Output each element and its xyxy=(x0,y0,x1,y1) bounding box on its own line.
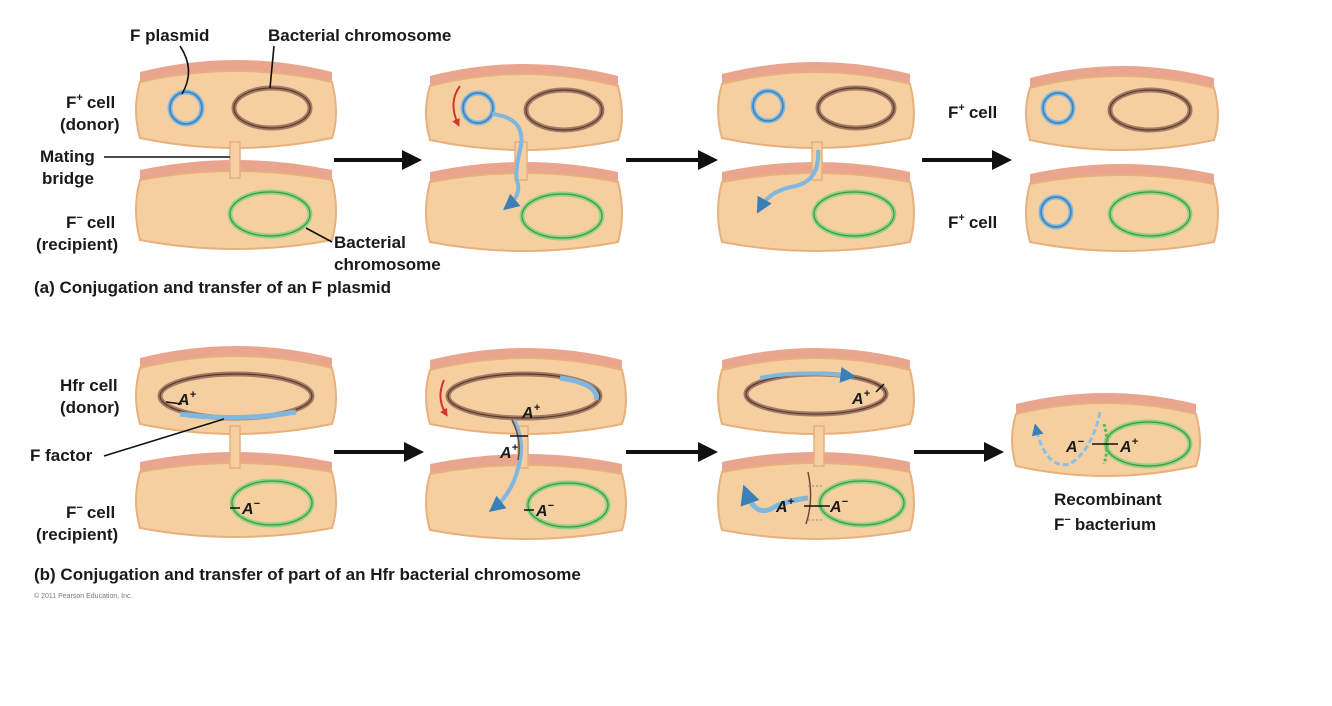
panel-b: A+ A− Hfr cell (donor) F factor F−cell (… xyxy=(30,346,1201,584)
transferred-strand-2 xyxy=(491,112,524,211)
label-hfr-cell: Hfr cell xyxy=(60,376,118,395)
label-mating: Mating xyxy=(40,147,95,166)
stage-b3 xyxy=(717,348,915,540)
pointer-bacterial-chromosome-bottom xyxy=(305,227,333,243)
stage-b1 xyxy=(135,346,337,538)
stage-b2 xyxy=(425,348,627,540)
copyright: © 2011 Pearson Education, Inc. xyxy=(34,592,132,600)
gene-a-minus-b3: A− xyxy=(829,496,849,516)
label-bridge: bridge xyxy=(42,169,94,188)
gene-a-plus-b1: A+ xyxy=(177,389,197,409)
stage-b4 xyxy=(1011,393,1201,477)
gene-a-plus-b4: A+ xyxy=(1119,436,1139,456)
label-f-plasmid: F plasmid xyxy=(130,26,209,45)
transferred-strand-b3 xyxy=(740,484,809,514)
label-recombinant: Recombinant xyxy=(1054,490,1162,509)
transferred-strand-b2 xyxy=(489,419,524,513)
f-plasmid-inner xyxy=(169,91,203,125)
label-f-factor: F factor xyxy=(30,446,93,465)
label-recipient: (recipient) xyxy=(36,235,118,254)
label-f-plus-donor: F+cell xyxy=(66,92,115,112)
recipient-cell xyxy=(135,170,337,250)
label-f-plus-result-bottom: F+cell xyxy=(948,212,997,232)
degraded-dna xyxy=(1031,411,1102,467)
label-bacterial-bottom-2: chromosome xyxy=(334,255,441,274)
caption-a: (a) Conjugation and transfer of an F pla… xyxy=(34,278,391,297)
red-rotation-arrow xyxy=(452,85,461,127)
gene-a-plus-b3-bottom: A+ xyxy=(775,496,795,516)
caption-b: (b) Conjugation and transfer of part of … xyxy=(34,565,581,584)
label-f-minus-b: F−cell xyxy=(66,502,115,522)
label-bacterial-chromosome-top: Bacterial chromosome xyxy=(268,26,451,45)
bacterial-chromosome-donor-inner xyxy=(233,87,311,129)
pointer-f-plasmid xyxy=(179,45,190,95)
gene-a-minus-b1: A− xyxy=(241,498,261,518)
pointer-bacterial-chromosome-top xyxy=(269,45,275,89)
stage-a4 xyxy=(1025,66,1219,252)
red-rotation-arrow-b xyxy=(439,379,448,417)
stage-a3 xyxy=(717,62,915,252)
f-minus-recipient-cell xyxy=(135,462,337,538)
gene-a-minus-b2: A− xyxy=(535,500,555,520)
panel-a: F plasmid Bacterial chromosome F+cell (d… xyxy=(34,26,1219,297)
label-f-minus-recipient: F−cell xyxy=(66,212,115,232)
stage-a1 xyxy=(135,60,337,250)
gene-a-plus-b3-top: A+ xyxy=(851,388,871,408)
bacterial-chromosome-recipient-inner xyxy=(229,191,311,237)
gene-a-plus-b2-top: A+ xyxy=(521,402,541,422)
gene-a-minus-b4: A− xyxy=(1065,436,1085,456)
label-bacterial-bottom-1: Bacterial xyxy=(334,233,406,252)
gene-a-plus-b2-bridge: A+ xyxy=(499,442,519,462)
hfr-donor-cell xyxy=(135,355,337,435)
integrated-f-factor xyxy=(179,409,297,421)
mating-bridge xyxy=(229,141,241,179)
stage-a2 xyxy=(425,64,623,252)
label-recipient-b: (recipient) xyxy=(36,525,118,544)
transferred-strand-3 xyxy=(756,149,821,214)
label-donor: (donor) xyxy=(60,115,119,134)
label-f-minus-bacterium: F−bacterium xyxy=(1054,514,1156,534)
pointer-f-factor xyxy=(103,418,225,457)
label-f-plus-result-top: F+cell xyxy=(948,102,997,122)
label-hfr-donor: (donor) xyxy=(60,398,119,417)
